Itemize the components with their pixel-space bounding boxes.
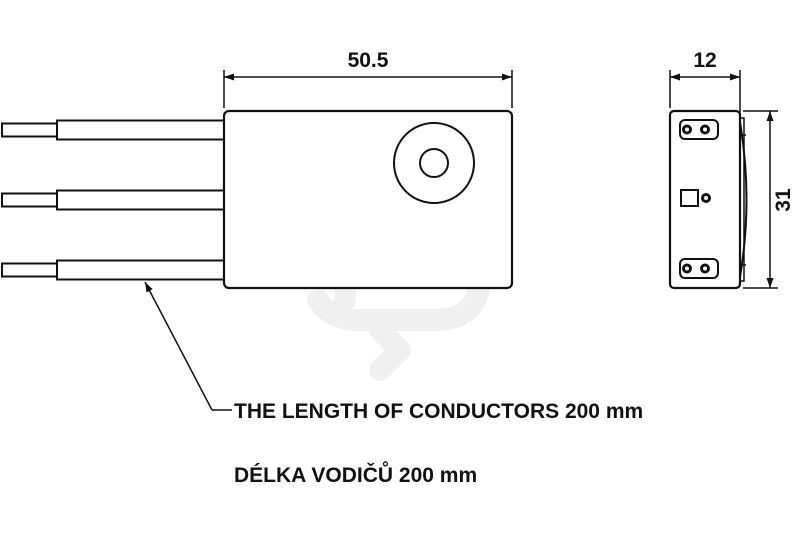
device-side-view xyxy=(668,109,748,290)
conductor-top xyxy=(1,119,225,141)
conductor-bottom xyxy=(1,259,225,281)
side-lens xyxy=(739,121,748,278)
side-groove xyxy=(739,117,745,282)
terminal-bottom xyxy=(679,258,719,279)
terminal-top xyxy=(679,119,719,140)
mounting-circle-inner xyxy=(419,148,449,178)
conductor-leader xyxy=(144,281,232,411)
mounting-circle-outer xyxy=(393,122,475,204)
conductor-middle xyxy=(1,189,225,211)
terminal-middle xyxy=(680,189,711,207)
dimension-side-height: 31 xyxy=(743,110,795,289)
dimension-side-width: 12 xyxy=(669,49,741,118)
dimension-side-height-text: 31 xyxy=(772,188,795,212)
device-body-front xyxy=(222,109,514,290)
conductor-length-label-en: THE LENGTH OF CONDUCTORS 200 mm xyxy=(234,400,643,423)
dimension-body-length: 50.5 xyxy=(223,49,513,108)
dimension-side-width-text: 12 xyxy=(693,49,716,72)
dimension-body-length-text: 50.5 xyxy=(348,49,389,72)
conductors xyxy=(1,119,225,281)
conductor-length-label-cz: DÉLKA VODIČŮ 200 mm xyxy=(234,461,477,487)
